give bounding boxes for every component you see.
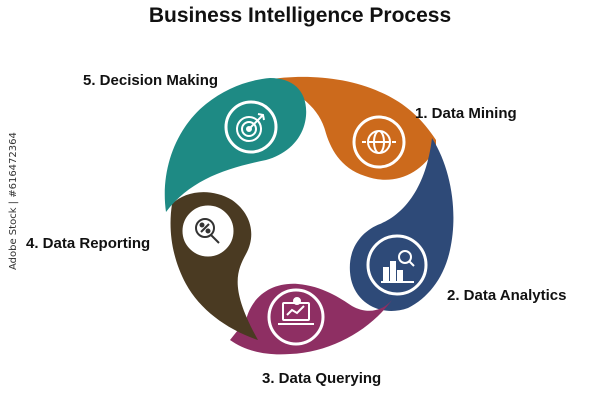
step-1-label: 1. Data Mining — [415, 105, 517, 122]
step-3-segment — [230, 283, 392, 355]
step-5-icon-badge — [224, 100, 278, 154]
magnifier-report-icon — [195, 218, 220, 244]
step-3-label: 3. Data Querying — [262, 370, 382, 387]
step-3-icon-badge — [267, 288, 325, 346]
diagram-title: Business Intelligence Process — [148, 4, 452, 27]
step-5-label: 5. Decision Making — [83, 72, 219, 89]
bar-chart-magnifier-icon — [381, 250, 415, 283]
step-4-icon-badge — [182, 205, 234, 257]
stock-watermark-id: Adobe Stock | #616472364 — [8, 132, 19, 270]
step-1-segment — [266, 76, 436, 180]
step-4-label: 4. Data Reporting — [26, 235, 151, 252]
globe-icon — [362, 130, 396, 154]
target-arrow-icon — [236, 113, 265, 142]
step-2-icon-badge — [366, 234, 428, 296]
step-2-label: 2. Data Analytics — [447, 287, 567, 304]
laptop-analytics-icon — [278, 297, 314, 325]
step-1-icon-badge — [352, 115, 406, 169]
step-2-segment — [349, 138, 454, 311]
